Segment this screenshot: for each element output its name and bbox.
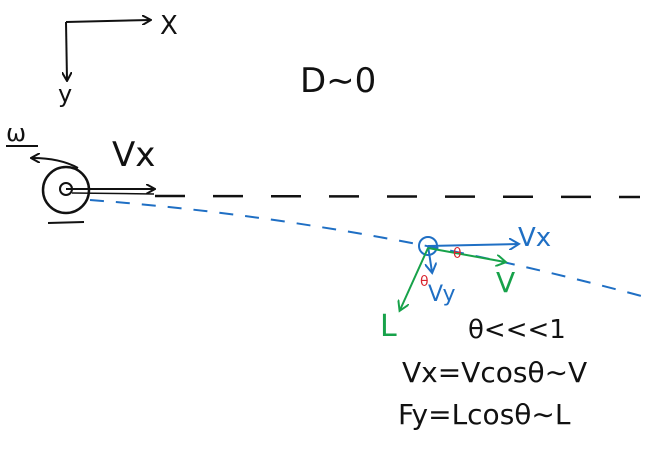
vy-vector bbox=[428, 245, 432, 272]
angle-label-bottom: θ bbox=[420, 274, 429, 290]
vx-relation-equation: Vx=Vcosθ∼V bbox=[402, 356, 587, 389]
drag-note: D∼0 bbox=[300, 61, 376, 101]
trajectory-curve bbox=[89, 199, 646, 298]
fy-relation-equation: Fy=Lcosθ∼L bbox=[398, 398, 571, 431]
ball: ω Vx bbox=[6, 119, 155, 224]
x-axis-arrow bbox=[65, 20, 150, 22]
y-axis-arrow bbox=[66, 21, 67, 80]
v-label: V bbox=[496, 266, 515, 299]
lift-label: L bbox=[380, 309, 397, 344]
vx-vector bbox=[427, 244, 518, 246]
initial-velocity-arrow-shadow bbox=[71, 192, 155, 195]
lift-vector bbox=[400, 247, 429, 310]
spin-arrow bbox=[32, 158, 79, 169]
vy-label: Vy bbox=[428, 282, 455, 307]
trajectory-vectors: Vx Vy V L θ θ bbox=[380, 223, 551, 344]
coordinate-axes: X y bbox=[58, 11, 178, 108]
equations: θ<<<1 Vx=Vcosθ∼V Fy=Lcosθ∼L bbox=[398, 315, 587, 431]
v-vector bbox=[427, 247, 505, 262]
ball-ground-line bbox=[47, 221, 85, 224]
vx-label: Vx bbox=[518, 223, 551, 253]
spin-label: ω bbox=[6, 119, 26, 147]
y-axis-label: y bbox=[58, 80, 72, 108]
angle-label-top: θ bbox=[453, 246, 462, 262]
x-axis-label: X bbox=[160, 11, 178, 41]
small-angle-equation: θ<<<1 bbox=[468, 315, 566, 345]
initial-velocity-label: Vx bbox=[112, 135, 155, 175]
reference-straight-path bbox=[154, 194, 641, 199]
